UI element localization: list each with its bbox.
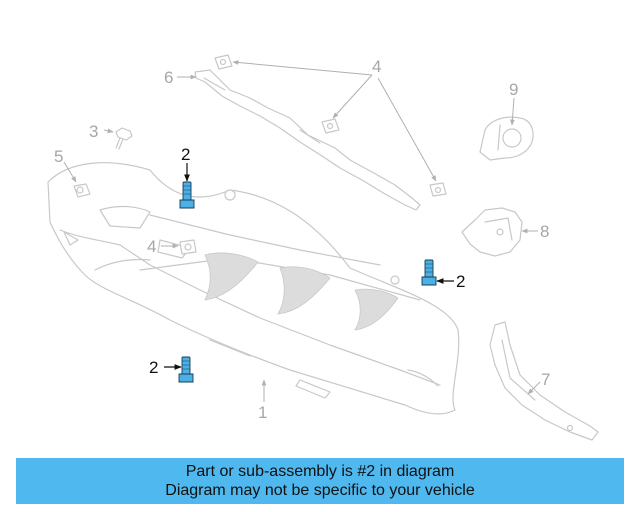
nut-4-right xyxy=(429,182,447,197)
bolt-3 xyxy=(115,127,133,150)
banner-line-2: Diagram may not be specific to your vehi… xyxy=(165,482,475,499)
callout-4-upper: 4 xyxy=(372,57,381,76)
bracket-8 xyxy=(461,207,523,257)
bracket-7 xyxy=(489,321,599,441)
clip-5 xyxy=(73,183,91,198)
nut-4-mid xyxy=(321,118,340,134)
nut-4-lower xyxy=(179,239,197,255)
callout-1: 1 xyxy=(258,403,267,422)
callout-4-lower: 4 xyxy=(147,237,156,256)
leader-4-b xyxy=(332,74,373,119)
callout-2-right: 2 xyxy=(456,272,465,291)
leader-4-c xyxy=(377,77,437,182)
leader-7 xyxy=(527,381,541,395)
leader-9 xyxy=(510,97,515,126)
engine-splash-shield xyxy=(47,162,460,415)
bolt-2-right xyxy=(421,259,437,286)
leader-4-a xyxy=(232,60,373,76)
bracket-9 xyxy=(479,116,534,161)
bolt-2-bottom xyxy=(178,356,194,383)
callout-8: 8 xyxy=(540,222,549,241)
callout-9: 9 xyxy=(509,80,518,99)
bracket-6 xyxy=(194,69,421,211)
bolt-2-top xyxy=(179,181,195,209)
leader-3 xyxy=(103,128,114,134)
banner-line-1: Part or sub-assembly is #2 in diagram xyxy=(185,463,455,480)
callout-3: 3 xyxy=(89,122,98,141)
callout-5: 5 xyxy=(54,147,63,166)
info-banner: Part or sub-assembly is #2 in diagram Di… xyxy=(16,458,624,504)
callout-6: 6 xyxy=(164,68,173,87)
leader-5 xyxy=(63,161,77,183)
parts-diagram: 6 3 5 4 4 9 8 7 1 2 2 2 xyxy=(47,54,599,441)
callout-2-bottom: 2 xyxy=(149,358,158,377)
nut-4-top xyxy=(214,54,233,70)
callout-7: 7 xyxy=(541,370,550,389)
callout-2-top: 2 xyxy=(181,145,190,164)
